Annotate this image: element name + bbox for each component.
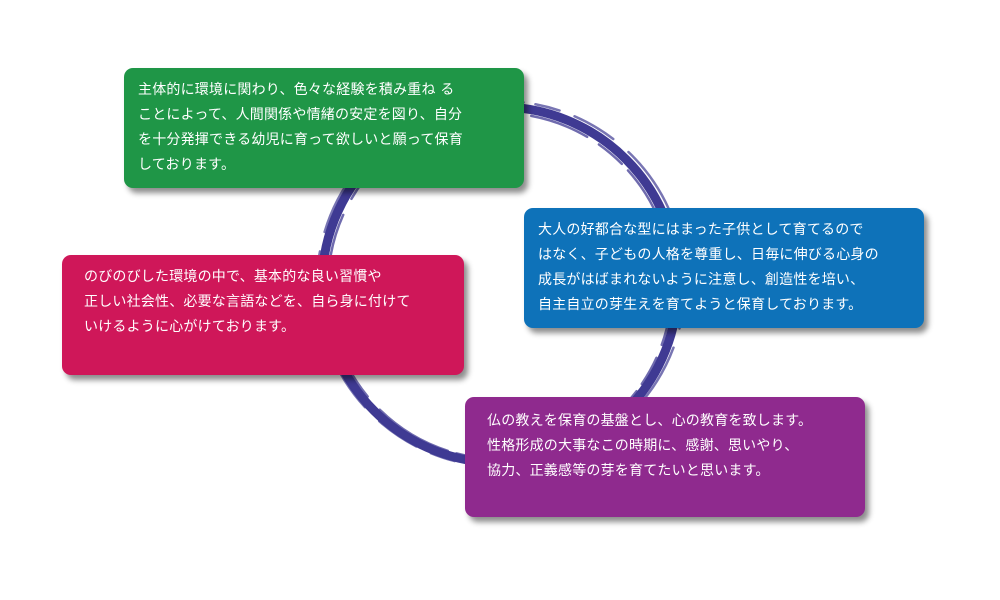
blue-box-text: 大人の好都合な型にはまった子供として育てるので はなく、子どもの人格を尊重し、日… xyxy=(538,222,879,313)
green-box-text: 主体的に環境に関わり、色々な経験を積み重ね る ことによって、人間関係や情緒の安… xyxy=(138,82,463,173)
purple-box-text: 仏の教えを保育の基盤とし、心の教育を致します。 性格形成の大事なこの時期に、感謝… xyxy=(487,413,813,479)
red-box-text: のびのびした環境の中で、基本的な良い習慣や 正しい社会性、必要な言語などを、自ら… xyxy=(84,269,411,335)
blue-text-box: 大人の好都合な型にはまった子供として育てるので はなく、子どもの人格を尊重し、日… xyxy=(524,208,924,328)
green-text-box: 主体的に環境に関わり、色々な経験を積み重ね る ことによって、人間関係や情緒の安… xyxy=(124,68,524,188)
purple-text-box: 仏の教えを保育の基盤とし、心の教育を致します。 性格形成の大事なこの時期に、感謝… xyxy=(465,397,865,517)
red-text-box: のびのびした環境の中で、基本的な良い習慣や 正しい社会性、必要な言語などを、自ら… xyxy=(62,255,464,375)
